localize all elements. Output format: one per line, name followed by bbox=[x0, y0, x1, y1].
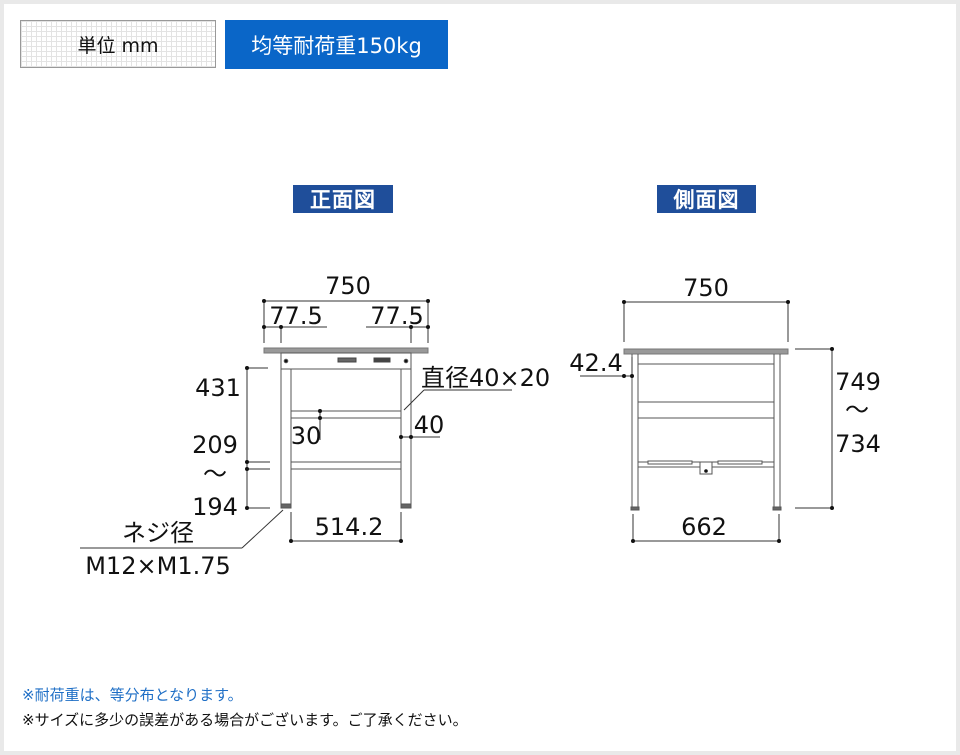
side-dimension-dots bbox=[622, 300, 834, 543]
side-view-table bbox=[623, 348, 789, 511]
side-view-title: 側面図 bbox=[657, 185, 756, 213]
side-base-width-label: 662 bbox=[681, 513, 727, 541]
drawing-frame bbox=[4, 4, 956, 751]
side-dimension-lines bbox=[580, 301, 833, 542]
load-capacity-badge: 均等耐荷重150kg bbox=[225, 20, 448, 69]
note-load-distribution: ※耐荷重は、等分布となります。 bbox=[22, 686, 243, 704]
load-capacity-text: 均等耐荷重150kg bbox=[251, 33, 422, 58]
front-screw-spec: M12×M1.75 bbox=[85, 552, 231, 580]
front-dimension-lines bbox=[80, 300, 512, 549]
front-pipe-label: 直径40×20 bbox=[421, 364, 550, 392]
front-dimension-dots bbox=[245, 299, 430, 543]
front-lower-height-max-label: 209 bbox=[192, 431, 238, 459]
front-lower-height-min-label: 194 bbox=[192, 493, 238, 521]
front-view-table bbox=[263, 347, 429, 509]
front-view-title: 正面図 bbox=[293, 185, 393, 213]
front-inner-width-label: 514.2 bbox=[315, 513, 384, 541]
front-screw-label: ネジ径 bbox=[122, 519, 194, 547]
unit-label: 単位 mm bbox=[20, 20, 216, 68]
unit-text: 単位 mm bbox=[77, 34, 159, 57]
note-size-tolerance: ※サイズに多少の誤差がある場合がございます。ご了承ください。 bbox=[22, 711, 468, 729]
side-height-min-label: 734 bbox=[835, 430, 881, 458]
front-width-label: 750 bbox=[325, 272, 371, 300]
front-upper-height-label: 431 bbox=[195, 374, 241, 402]
front-leg-size-label: 40 bbox=[414, 411, 445, 439]
side-offset-label: 42.4 bbox=[569, 349, 622, 377]
side-range-sep: 〜 bbox=[845, 396, 869, 424]
front-right-offset-label: 77.5 bbox=[370, 302, 423, 330]
front-shelf-depth-label: 30 bbox=[291, 422, 322, 450]
side-height-max-label: 749 bbox=[835, 368, 881, 396]
side-width-label: 750 bbox=[683, 274, 729, 302]
front-left-offset-label: 77.5 bbox=[269, 302, 322, 330]
front-range-sep: 〜 bbox=[203, 460, 227, 488]
